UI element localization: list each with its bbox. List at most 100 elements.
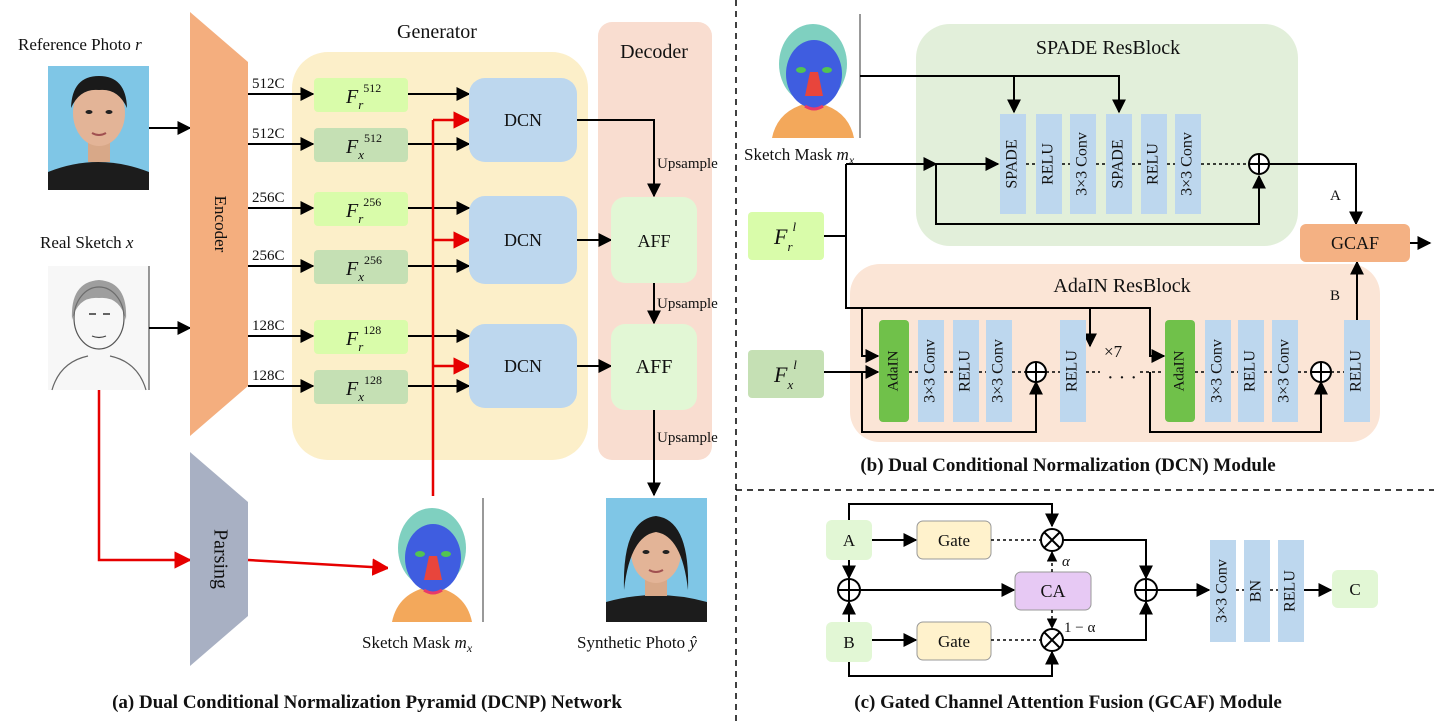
synthetic-photo-label: Synthetic Photo ŷ: [577, 633, 697, 652]
encoder-block: [190, 12, 248, 436]
sketch-mask-image: [388, 498, 484, 622]
ca-block: [1014, 571, 1092, 611]
aff-block: [611, 324, 697, 410]
encoder-label: Encoder: [211, 196, 230, 253]
spade-block-label: 3×3 Conv: [1179, 132, 1196, 196]
gate-label: Gate: [938, 632, 970, 651]
upsample-label: Upsample: [657, 156, 718, 172]
decoder-title: Decoder: [620, 41, 688, 63]
sketch-mask-label: Sketch Mask mx: [362, 633, 473, 655]
relu-block-label: RELU: [1064, 350, 1081, 392]
feature-x-128-label: Fx128: [345, 373, 382, 404]
input-a-box: [826, 520, 872, 560]
adain-title: AdaIN ResBlock: [1053, 275, 1190, 297]
sketch-mask-label: Sketch Mask mx: [744, 145, 855, 167]
adain-block-label: AdaIN: [885, 350, 901, 391]
feature-x-256: [314, 250, 408, 284]
output-c-box: [1332, 570, 1378, 608]
repeat-label: ×7: [1104, 342, 1123, 361]
reference-photo-label: Reference Photo r: [18, 35, 142, 54]
dcn-label: DCN: [504, 230, 542, 250]
dcn-label: DCN: [504, 110, 542, 130]
real-sketch-label: Real Sketch x: [40, 233, 134, 252]
feature-r-512: [314, 78, 408, 112]
input-fx-label: Fxl: [773, 357, 797, 392]
relu-block: [1344, 320, 1370, 422]
input-b-box: [826, 622, 872, 662]
spade-block-label: RELU: [1145, 143, 1162, 185]
branch-a-label: A: [1330, 188, 1341, 204]
panel-a-caption: (a) Dual Conditional Normalization Pyram…: [112, 692, 622, 713]
ellipsis: · · ·: [1107, 367, 1137, 389]
spade-block-label: SPADE: [1110, 139, 1127, 188]
input-b-label: B: [843, 633, 854, 652]
final-block-label: BN: [1248, 579, 1265, 602]
gcaf-block: [1300, 224, 1410, 262]
feature-x-256-label: Fx256: [345, 253, 382, 284]
gate-label: Gate: [938, 531, 970, 550]
feature-x-512: [314, 128, 408, 162]
adain-blocks-1: AdaIN 3×3 Conv RELU 3×3 Conv: [879, 320, 1012, 422]
synthetic-photo: [606, 498, 707, 622]
alpha-label: α: [1062, 554, 1071, 570]
branch-b-label: B: [1330, 288, 1340, 304]
reference-photo: [48, 66, 149, 190]
input-fr-box: [748, 212, 824, 260]
dcn-block-128: [469, 324, 577, 408]
relu-block-label: RELU: [1348, 350, 1365, 392]
adain-blocks-2: AdaIN 3×3 Conv RELU 3×3 Conv: [1165, 320, 1298, 422]
dcn-label: DCN: [504, 356, 542, 376]
aff-label: AFF: [636, 356, 673, 378]
feature-x-128: [314, 370, 408, 404]
adain-block-label: RELU: [957, 350, 974, 392]
final-relu-block: [1278, 540, 1304, 642]
output-c-label: C: [1349, 580, 1360, 599]
adain-block-label: 3×3 Conv: [1276, 339, 1293, 403]
relu-block: [1060, 320, 1086, 422]
feature-r-128: [314, 320, 408, 354]
ca-label: CA: [1040, 581, 1065, 601]
channel-label: 256C: [252, 190, 285, 206]
adain-block-label: 3×3 Conv: [1209, 339, 1226, 403]
channel-label: 512C: [252, 126, 285, 142]
feature-boxes: Fr512 Fx512 Fr256 Fx256 Fr128 Fx128: [314, 78, 408, 404]
final-block-label: RELU: [1282, 570, 1299, 612]
gcaf-label: GCAF: [1331, 233, 1379, 253]
spade-block-label: SPADE: [1004, 139, 1021, 188]
input-a-label: A: [843, 531, 856, 550]
gate-block: [916, 621, 992, 661]
panel-b-caption: (b) Dual Conditional Normalization (DCN)…: [860, 455, 1275, 476]
upsample-label: Upsample: [657, 296, 718, 312]
dcn-block-256: [469, 196, 577, 284]
channel-lines: [248, 87, 315, 393]
input-fx-box: [748, 350, 824, 398]
final-bn-block: [1244, 540, 1270, 642]
parsing-label: Parsing: [209, 529, 231, 589]
dcn-block-512: [469, 78, 577, 162]
channel-label: 128C: [252, 318, 285, 334]
channel-label: 128C: [252, 368, 285, 384]
spade-block-label: RELU: [1040, 143, 1057, 185]
spade-title: SPADE ResBlock: [1036, 37, 1180, 59]
adain-block-label: 3×3 Conv: [990, 339, 1007, 403]
sketch-mask-image: [768, 14, 861, 138]
feature-x-512-label: Fx512: [345, 131, 382, 162]
real-sketch: [48, 266, 150, 391]
one-minus-alpha-label: 1 − α: [1064, 620, 1095, 636]
mask-lines: [431, 111, 471, 496]
panel-c-caption: (c) Gated Channel Attention Fusion (GCAF…: [854, 692, 1282, 713]
spade-blocks: SPADE RELU 3×3 Conv SPADE RELU 3×3 Conv: [1000, 114, 1201, 214]
input-fr-label: Frl: [773, 219, 797, 254]
feature-r-128-label: Fr128: [345, 323, 381, 354]
feature-r-512-label: Fr512: [345, 81, 381, 112]
final-conv-block: [1210, 540, 1236, 642]
aff-label: AFF: [637, 231, 670, 251]
channel-label: 512C: [252, 76, 285, 92]
feature-r-256-label: Fr256: [345, 195, 381, 226]
parsing-block: [190, 452, 248, 666]
feature-to-dcn-arrows: [408, 87, 471, 393]
panel-a: Generator Decoder Reference Photo r Real…: [18, 12, 718, 713]
generator-title: Generator: [397, 21, 477, 43]
upsample-label: Upsample: [657, 430, 718, 446]
